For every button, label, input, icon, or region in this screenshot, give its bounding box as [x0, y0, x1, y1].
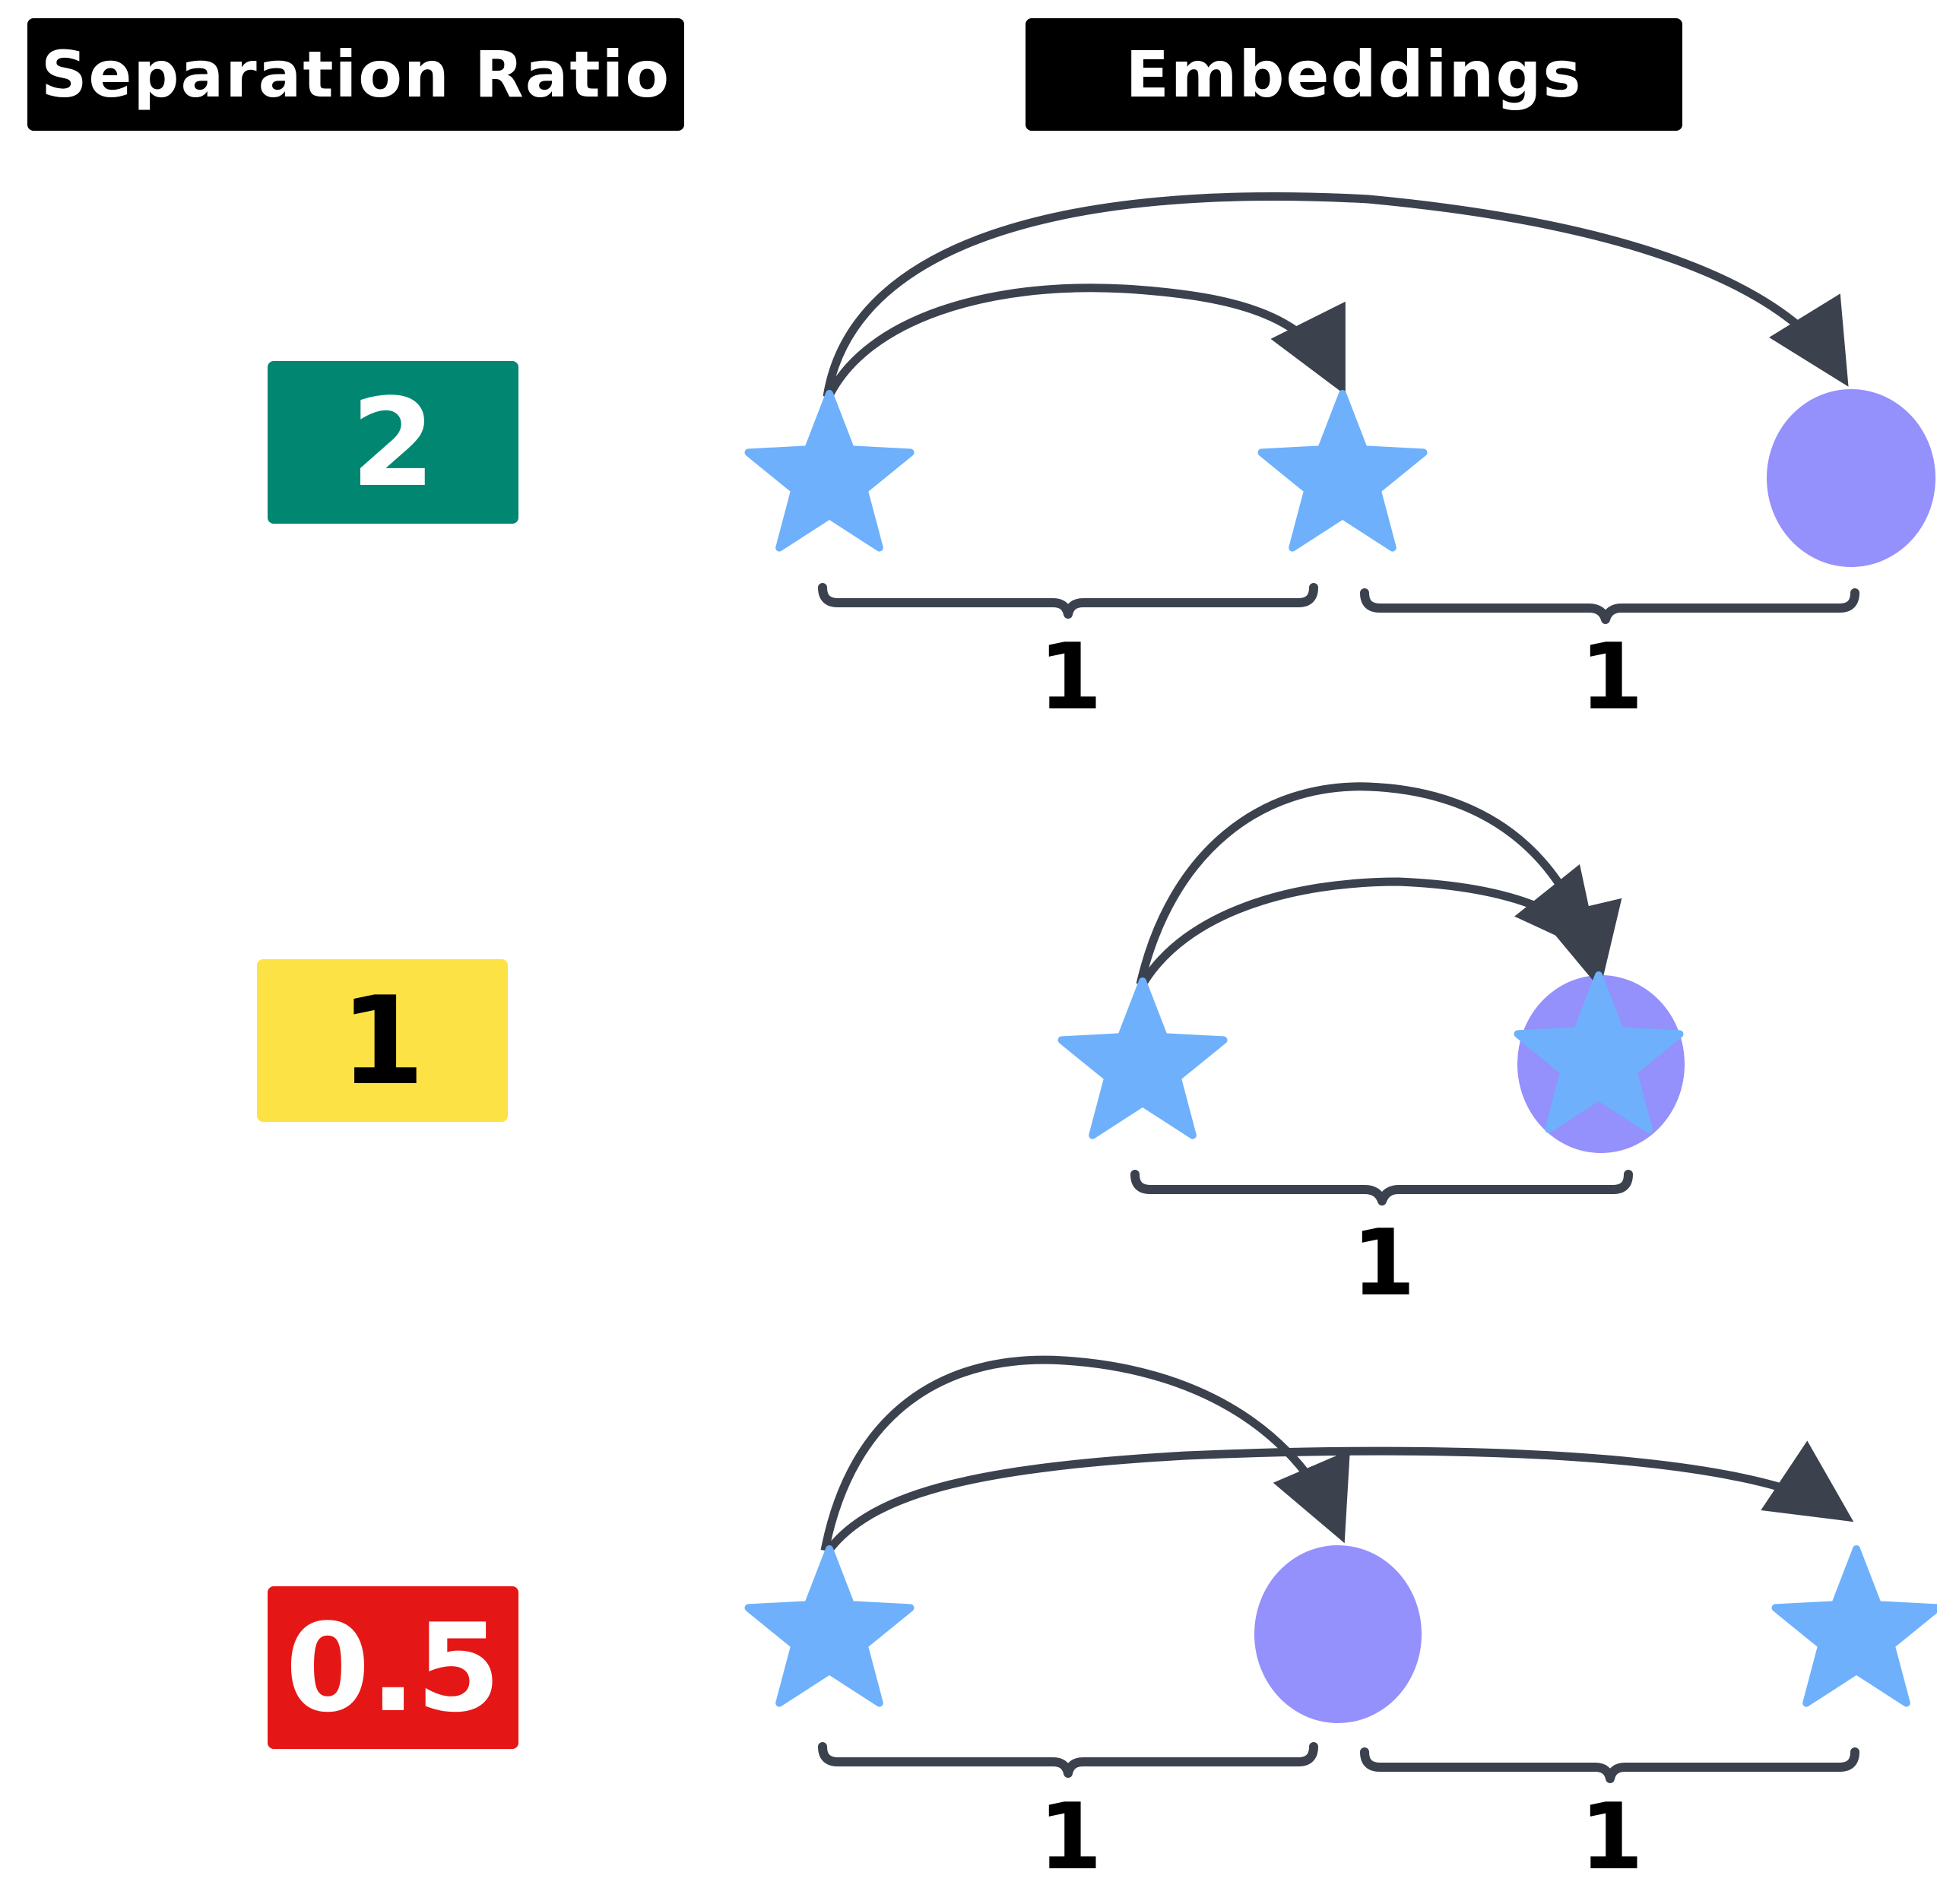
arrow-star-to-star — [825, 284, 1346, 399]
star-icon — [1514, 971, 1684, 1133]
row-ratio-2: 1 1 — [744, 192, 1935, 730]
circle-icon — [1254, 1545, 1422, 1723]
distance-label: 1 — [1038, 625, 1102, 730]
distance-brace — [818, 1742, 1318, 1778]
distance-brace — [1360, 1747, 1859, 1783]
ratio-badge-1: 1 — [257, 959, 508, 1122]
distance-label: 1 — [1580, 625, 1644, 730]
distance-label: 1 — [1352, 1211, 1416, 1316]
arrow-star-to-overlap-lower — [1139, 863, 1599, 987]
distance-label: 1 — [1580, 1785, 1644, 1890]
separation-ratio-header: Separation Ratio — [27, 18, 684, 131]
arrow-star-to-circle — [820, 1355, 1350, 1552]
distance-brace — [1130, 1170, 1633, 1205]
ratio-badge-0-5: 0.5 — [268, 1586, 518, 1749]
embeddings-header: Embeddings — [1026, 18, 1682, 131]
ratio-badge-2: 2 — [268, 361, 518, 524]
distance-brace — [818, 583, 1318, 619]
arrow-star-to-far-star — [825, 1440, 1854, 1554]
arrow-star-to-circle — [823, 192, 1849, 398]
distance-label: 1 — [1038, 1785, 1102, 1890]
star-icon — [744, 390, 915, 552]
star-icon — [1257, 390, 1428, 552]
star-icon — [744, 1545, 915, 1707]
star-icon — [1771, 1545, 1937, 1707]
row-ratio-0-5: 1 1 — [744, 1355, 1937, 1890]
circle-icon — [1767, 389, 1935, 567]
distance-brace — [1360, 588, 1859, 624]
row-ratio-1: 1 — [1057, 782, 1685, 1316]
star-icon — [1057, 977, 1228, 1139]
